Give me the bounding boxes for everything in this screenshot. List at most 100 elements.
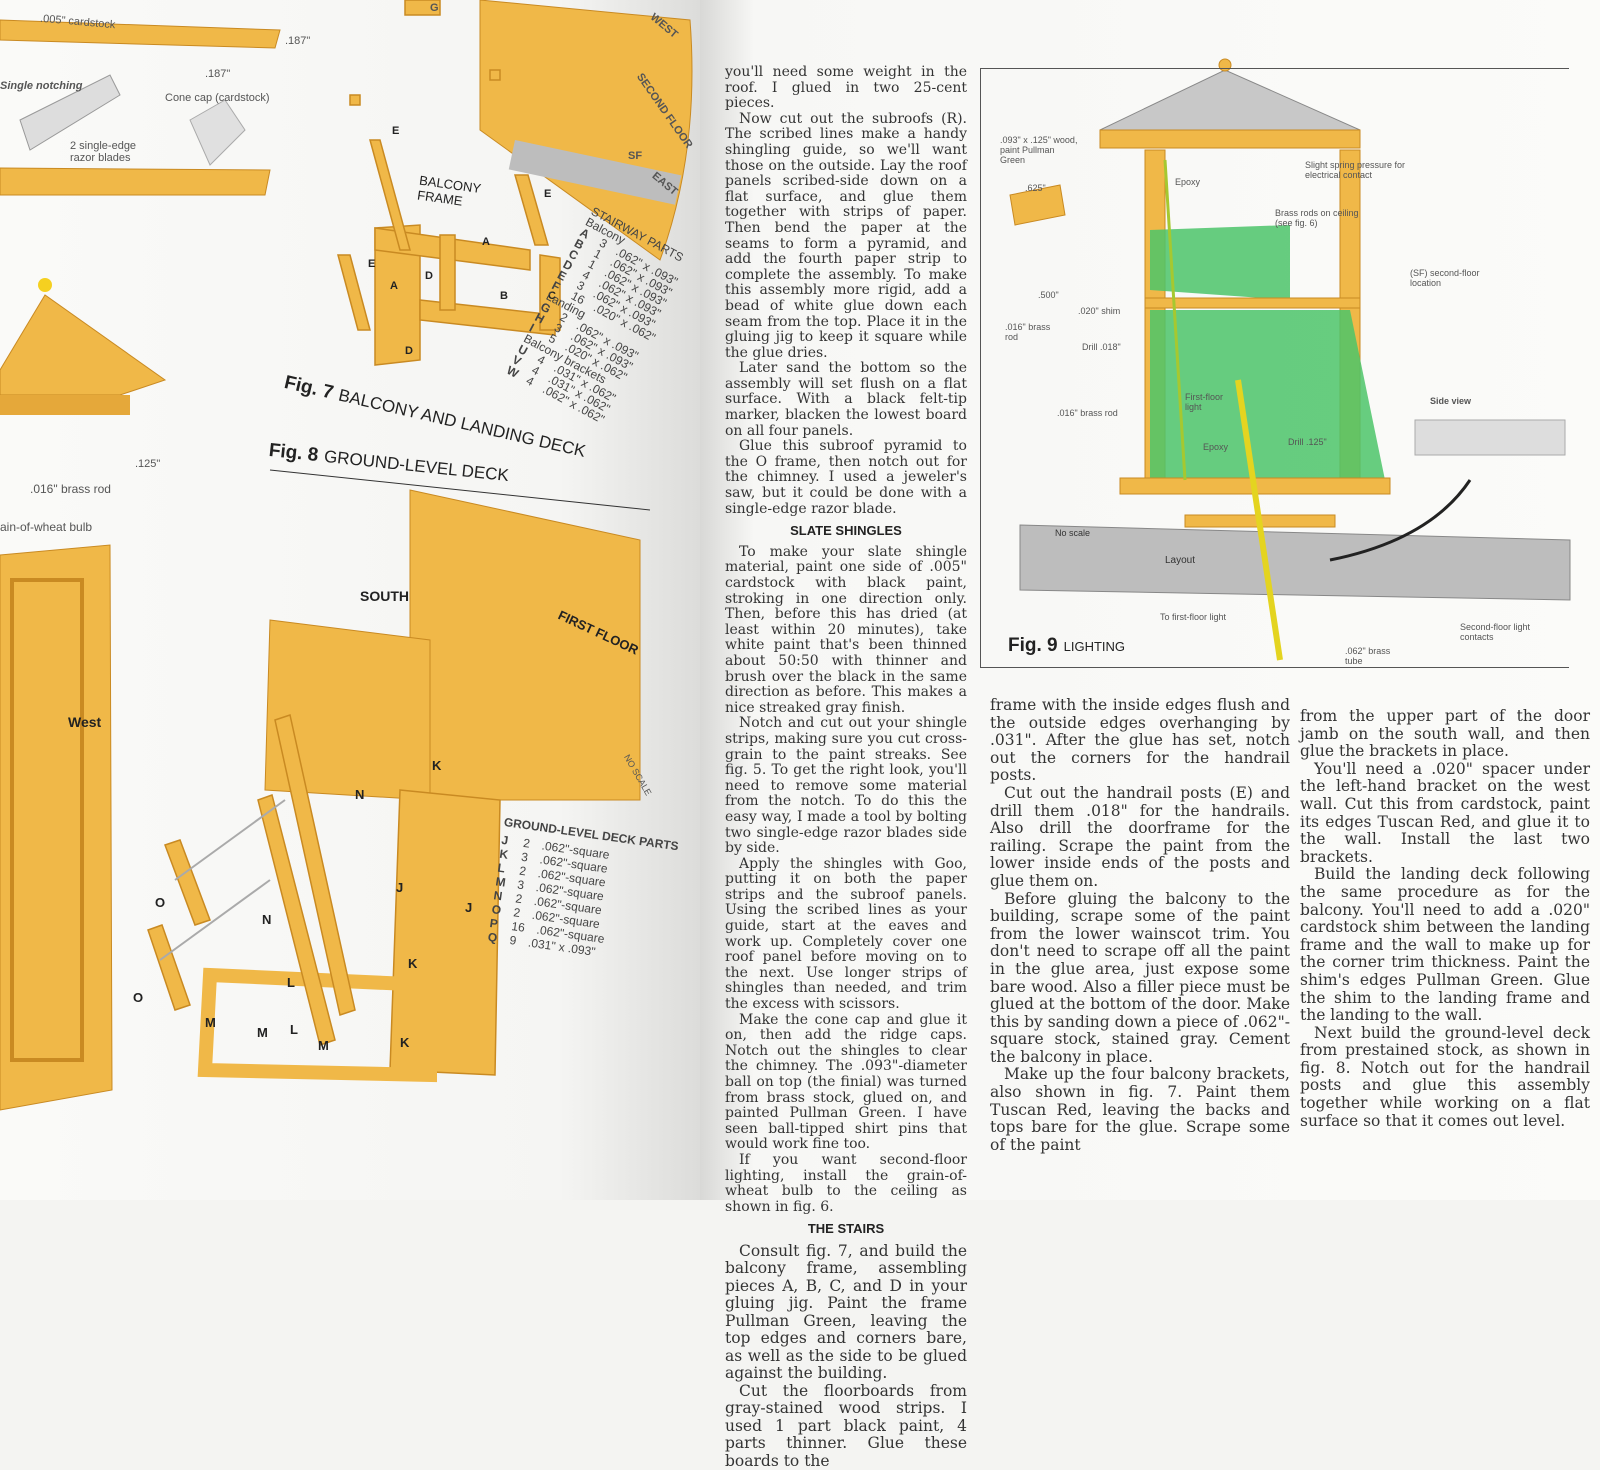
cone-cap-shape (189, 99, 246, 166)
west-wall-frame (10, 578, 84, 1062)
fig8-letter-o1: O (155, 895, 166, 910)
fig8-letter-n1: N (355, 787, 365, 802)
fig8-letter-j1: J (396, 880, 404, 895)
parts-cell: 3 (520, 849, 529, 865)
paragraph: Now cut out the subroofs (R). The scribe… (725, 110, 967, 361)
parts-cell: 2 (518, 863, 528, 879)
fig9-arrow (1329, 479, 1472, 562)
fig8-number: Fig. 8 (267, 440, 320, 467)
paragraph: Consult fig. 7, and build the balcony fr… (725, 1241, 967, 1383)
label-g: G (430, 2, 439, 14)
parts-cell: 3 (516, 877, 526, 893)
fig9-wood-block (1009, 184, 1066, 226)
fig9-label-wood: .093" x .125" wood, paint Pullman Green (1000, 135, 1078, 165)
paragraph: Later sand the bottom so the assembly wi… (725, 360, 967, 439)
fig8-letter-l2: L (290, 1022, 298, 1037)
fig9-label-side-view: Side view (1430, 396, 1472, 406)
fig7-letter-e2: E (544, 188, 552, 200)
parts-cell: N (492, 888, 504, 904)
fig9-label-epoxy2: Epoxy (1203, 442, 1229, 452)
fig8-letter-k1: K (432, 758, 442, 773)
parts-cell: L (496, 860, 506, 876)
fig9-label-rod1: .016" brass rod (1005, 322, 1051, 342)
label-razor-blades: 2 single-edge razor blades (70, 140, 137, 164)
fig8-letter-j2: J (465, 900, 473, 915)
paragraph: Before gluing the balcony to the buildin… (990, 889, 1290, 1066)
fig9-frame (980, 68, 1569, 668)
fig7-letter-e: E (392, 125, 400, 137)
razor-tool (19, 74, 121, 151)
balcony-frame-illustration (337, 0, 561, 366)
fig9-label-first-light: First-floor light (1185, 392, 1223, 412)
fig9-label-drill018: Drill .018" (1082, 342, 1121, 352)
fig9-label-to-first: To first-floor light (1160, 612, 1227, 622)
fig7-letter-a2: A (390, 280, 398, 292)
parts-cell: M (494, 874, 507, 890)
fig8-frame-top (269, 469, 651, 511)
fig9-eave (1099, 129, 1361, 149)
fig7-letter-e3: E (368, 258, 376, 270)
fig9-label-no-scale: No scale (1055, 528, 1091, 538)
label-cone-cap: Cone cap (cardstock) (165, 92, 270, 104)
label-west: West (68, 714, 102, 730)
paragraph: To make your slate shingle material, pai… (725, 543, 967, 716)
label-brass-rod: .016" brass rod (30, 482, 111, 496)
fig8-letter-m3: M (318, 1038, 329, 1053)
ground-level-deck-illustration (147, 714, 501, 1083)
paragraph: Cut the floorboards from gray-stained wo… (725, 1381, 967, 1470)
paragraph: You'll need a .020" spacer under the lef… (1300, 759, 1590, 866)
fig9-brass-tube (1235, 379, 1283, 661)
fig9-cutaway-green (1150, 225, 1385, 480)
fig8-letter-m2: M (257, 1025, 268, 1040)
fig9-label-second-contacts: Second-floor light contacts (1460, 622, 1531, 642)
fig9-label-layout: Layout (1165, 555, 1196, 566)
paragraph: Make up the four balcony brackets, also … (990, 1065, 1290, 1154)
cardstock-strip (0, 19, 281, 49)
label-sf: SF (628, 150, 643, 162)
fig9-label-shim: .020" shim (1078, 306, 1121, 316)
fig8-letter-k2: K (408, 956, 418, 971)
label-dim-187b: .187" (205, 68, 231, 80)
fig9-label-spring: Slight spring pressure for electrical co… (1305, 160, 1406, 180)
roof-eave (0, 395, 130, 415)
paragraph: Apply the shingles with Goo, putting it … (725, 855, 967, 1013)
text-column-1: you'll need some weight in the roof. I g… (725, 64, 967, 1470)
label-125: .125" (135, 458, 161, 470)
label-dim-187a: .187" (285, 35, 311, 47)
fig7-letter-d2: D (405, 345, 413, 357)
roof-illustration (0, 294, 167, 396)
paragraph: Glue this subroof pyramid to the O frame… (725, 438, 967, 517)
parts-cell: 4 (523, 373, 537, 389)
parts-cell: P (488, 916, 499, 931)
fig9-label-drill125: Drill .125" (1288, 437, 1327, 447)
fig9-label-500: .500" (1038, 290, 1059, 300)
parts-cell: 2 (514, 891, 524, 907)
fig9-label-epoxy1: Epoxy (1175, 177, 1201, 187)
heading-slate-shingles: SLATE SHINGLES (790, 523, 902, 539)
parts-cell: J (500, 832, 510, 848)
fig9-label-625: .625" (1025, 183, 1046, 193)
label-notching: Single notching (0, 80, 83, 92)
fig7-letter-b: B (500, 290, 508, 302)
fig9-title: LIGHTING (1063, 639, 1126, 654)
paragraph: Notch and cut out your shingle strips, m… (725, 715, 967, 857)
fig9-label-sf: (SF) second-floor location (1410, 268, 1480, 288)
parts-cell: 2 (512, 905, 522, 920)
parts-cell: Q (486, 929, 499, 946)
fig9-brass-rod (1163, 159, 1187, 481)
fig8-letter-m1: M (205, 1015, 216, 1030)
text-column-2: frame with the inside edges flush and th… (990, 696, 1290, 1154)
fig9-layout-board (1019, 524, 1571, 601)
paragraph: Cut out the handrail posts (E) and drill… (990, 783, 1290, 890)
left-page-illustrations (0, 0, 1571, 1111)
fig8-letter-k3: K (400, 1035, 410, 1050)
fig9-side-view (1414, 419, 1566, 456)
paragraph: from the upper part of the door jamb on … (1300, 707, 1590, 761)
parts-cell: K (498, 846, 510, 862)
paragraph: Make the cone cap and glue it on, then a… (725, 1011, 967, 1153)
fig7-letter-a: A (482, 236, 490, 248)
sf-floor (508, 140, 682, 205)
fig7-letter-c: C (548, 290, 556, 302)
